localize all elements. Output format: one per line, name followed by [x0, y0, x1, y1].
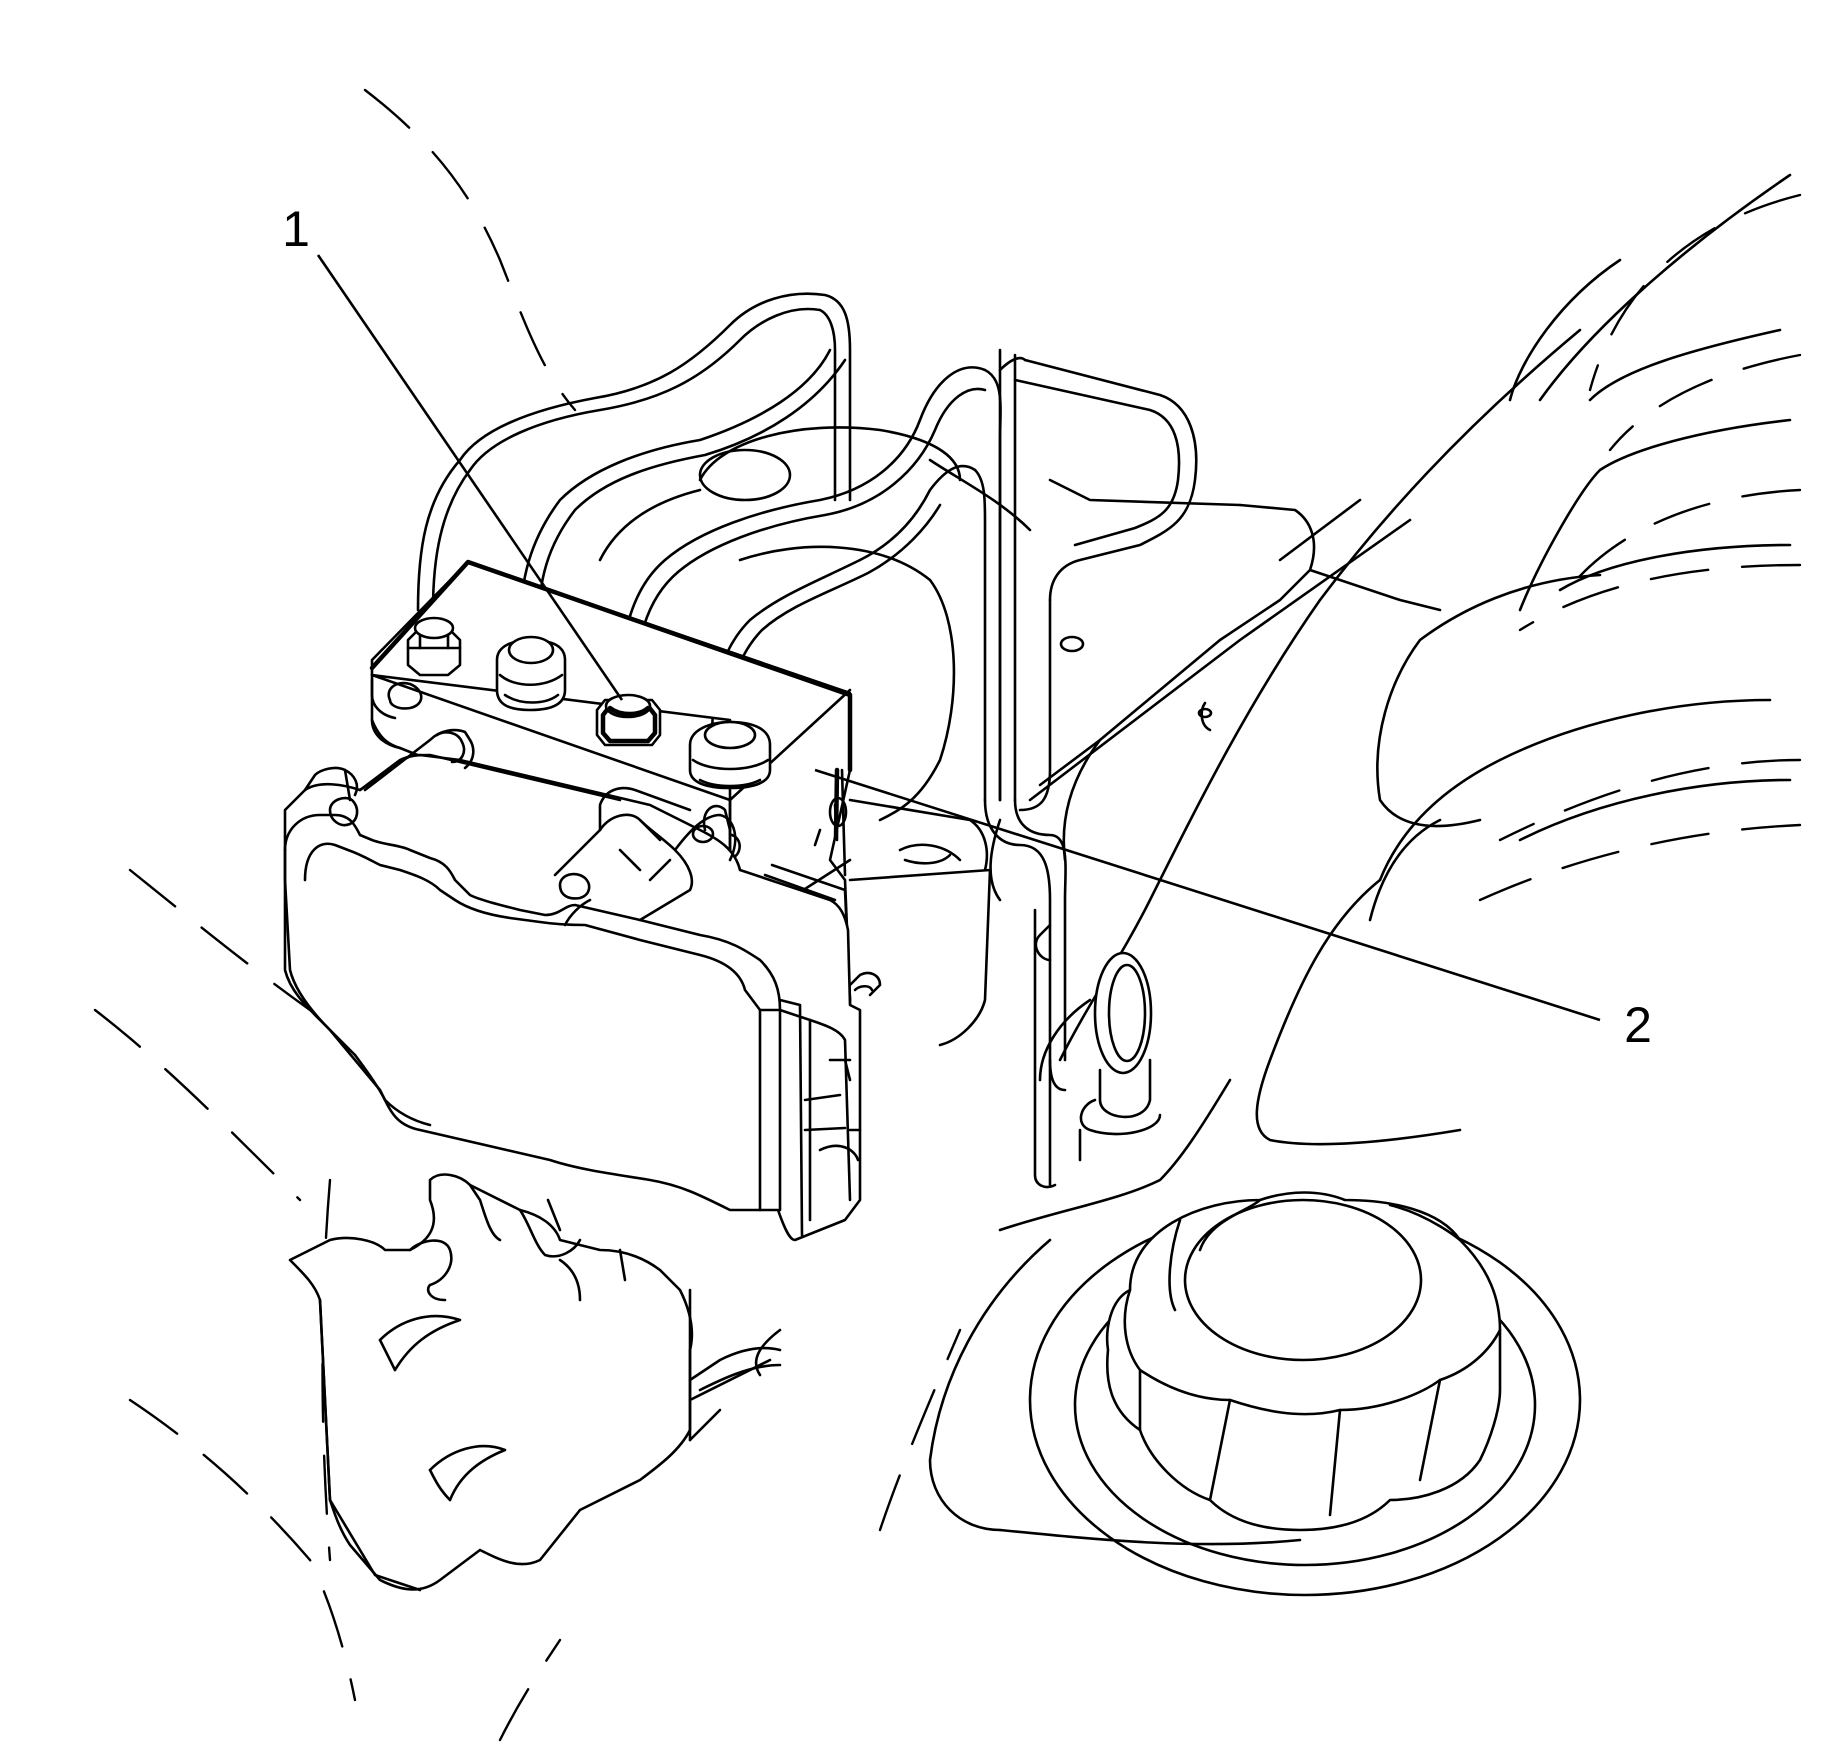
callout-2: 2 — [814, 768, 1652, 1053]
callout-2-label: 2 — [1624, 997, 1652, 1053]
lower-mount-bracket — [288, 1173, 782, 1592]
tube-nut-a — [406, 616, 462, 677]
tube-nut-callout-1 — [595, 693, 662, 747]
mount-isolator — [1038, 951, 1162, 1162]
reservoir-cap — [1028, 1191, 1582, 1597]
tube-nut-c — [688, 720, 772, 790]
tube-nut-b — [495, 635, 567, 712]
callout-1-label: 1 — [282, 201, 310, 257]
electronic-control-module — [283, 728, 882, 1242]
background-contours — [93, 88, 1802, 1742]
callout-1: 1 — [282, 201, 624, 701]
pump-motor — [598, 426, 1032, 822]
mounting-tray — [1028, 478, 1442, 862]
module-bracket — [370, 678, 741, 860]
tube-fittings — [406, 616, 772, 790]
body-structure-right — [928, 173, 1792, 1546]
